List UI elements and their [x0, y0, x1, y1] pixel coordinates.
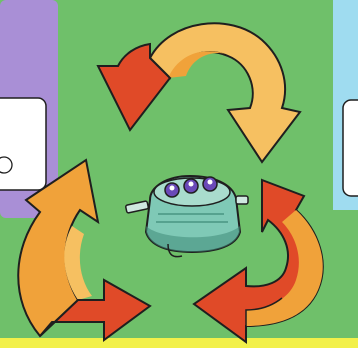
right-card [343, 100, 358, 196]
left-card [0, 98, 46, 190]
bottom-yellow-strip [0, 338, 358, 348]
left-card-round-button-icon [0, 157, 12, 173]
